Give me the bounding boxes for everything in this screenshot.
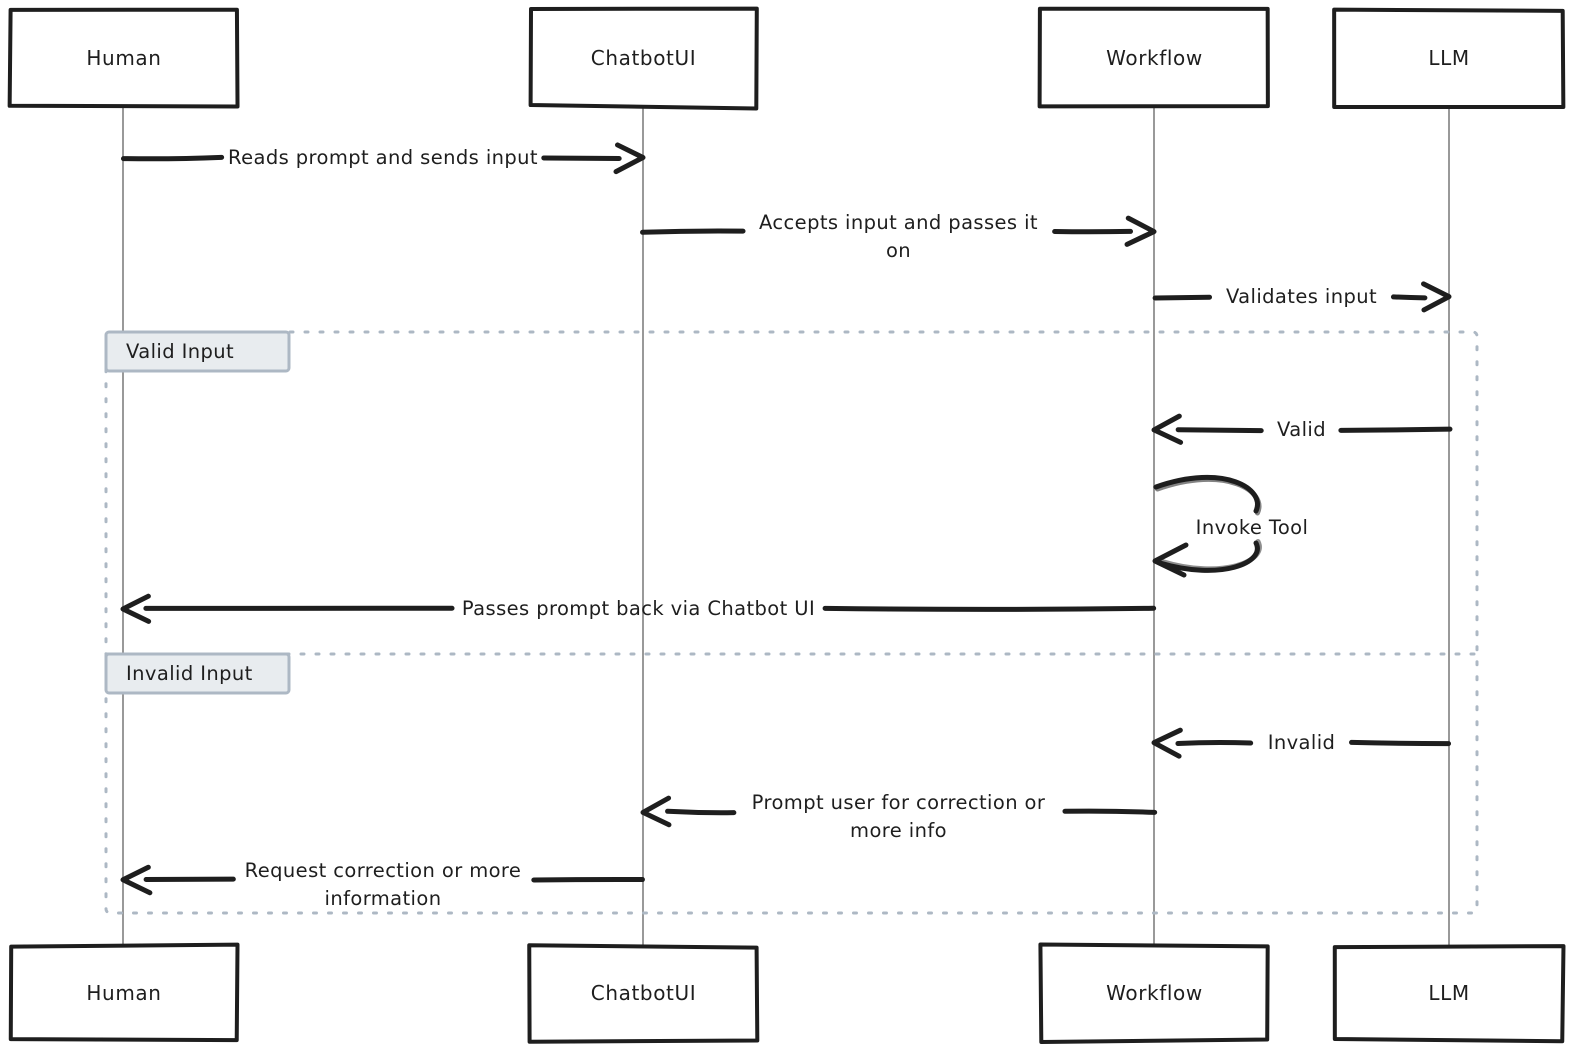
actor-label: LLM: [1428, 46, 1469, 70]
actor-box-rect: [1037, 6, 1270, 109]
message-label-line: Invalid: [1268, 731, 1336, 754]
alt-block-label-text: Invalid Input: [126, 662, 253, 685]
message-line-start: [1175, 427, 1264, 434]
actor-box-human-bottom[interactable]: Human: [8, 942, 240, 1043]
message-line-end: [1062, 808, 1158, 815]
actor-label: LLM: [1428, 981, 1469, 1005]
actor-box-rect: [7, 7, 240, 109]
message-label: Validates input: [1226, 285, 1377, 308]
actor-box-llm-bottom[interactable]: LLM: [1332, 944, 1566, 1044]
message-label-line: Passes prompt back via Chatbot UI: [462, 597, 815, 620]
message-label-line: Prompt user for correction or: [752, 791, 1046, 814]
message-label-line: on: [886, 239, 911, 262]
message-label: Invalid: [1268, 731, 1336, 754]
message-label-line: Valid: [1277, 418, 1326, 441]
message-line-start: [640, 228, 746, 235]
message-arrowhead: [120, 593, 152, 624]
message-arrowhead: [1124, 215, 1157, 247]
alt-block-label-rect: [104, 652, 291, 695]
message-line-end: [1338, 426, 1453, 433]
message-label: Request correction or more information: [245, 859, 522, 910]
alt-block-frame: [104, 330, 1479, 915]
message-m5: Invoke Tool: [1152, 474, 1309, 578]
message-arrowhead: [1151, 413, 1184, 445]
message-arrowhead: [120, 864, 153, 896]
message-line-start: [665, 808, 737, 816]
message-m7: Invalid: [1151, 727, 1452, 759]
alt-block-group: [104, 330, 1479, 915]
message-label: Valid: [1277, 418, 1326, 441]
alt-block-label-text: Valid Input: [126, 340, 234, 363]
message-arrowhead: [613, 142, 646, 175]
message-line-end: [541, 155, 622, 162]
actor-label: ChatbotUI: [591, 46, 696, 70]
actor-label: ChatbotUI: [591, 981, 696, 1005]
alt-block-label-invalid: Invalid Input: [104, 652, 291, 695]
actor-boxes-group: HumanHumanChatbotUIChatbotUIWorkflowWork…: [7, 6, 1566, 1045]
lifelines-group: [122, 107, 1450, 946]
actor-box-llm-top[interactable]: LLM: [1332, 7, 1566, 110]
actor-label: Human: [86, 46, 161, 70]
message-m9: Request correction or more information: [120, 859, 645, 910]
message-label-line: more info: [850, 819, 947, 842]
message-line-start: [1175, 740, 1254, 746]
message-line-start: [120, 154, 225, 162]
message-line-end: [1390, 294, 1428, 301]
actor-box-rect: [1332, 944, 1566, 1044]
actor-box-workflow-bottom[interactable]: Workflow: [1038, 942, 1270, 1045]
message-label-line: information: [325, 887, 442, 910]
message-m2: Accepts input and passes it on: [640, 211, 1157, 262]
message-m4: Valid: [1151, 413, 1453, 445]
message-label-line: Validates input: [1226, 285, 1377, 308]
actor-box-rect: [528, 6, 759, 111]
actor-box-human-top[interactable]: Human: [7, 7, 240, 109]
alt-block-label-rect: [104, 330, 291, 373]
message-m3: Validates input: [1152, 281, 1452, 313]
message-line-end: [822, 605, 1157, 612]
actor-box-chatbot-bottom[interactable]: ChatbotUI: [527, 943, 760, 1044]
actor-box-workflow-top[interactable]: Workflow: [1037, 6, 1270, 109]
message-label: Invoke Tool: [1196, 516, 1309, 539]
actor-box-rect: [527, 943, 760, 1044]
message-line-end: [1349, 739, 1452, 747]
actor-box-rect: [1038, 942, 1270, 1045]
actor-label: Human: [86, 981, 161, 1005]
message-label: Reads prompt and sends input: [228, 146, 538, 169]
alt-block-label-valid: Valid Input: [104, 330, 291, 373]
message-m1: Reads prompt and sends input: [120, 142, 646, 175]
message-label-line: Reads prompt and sends input: [228, 146, 538, 169]
message-arrowhead: [1151, 727, 1183, 759]
message-label: Accepts input and passes it on: [759, 211, 1038, 262]
actor-box-rect: [8, 942, 240, 1043]
message-m6: Passes prompt back via Chatbot UI: [120, 593, 1157, 624]
message-m8: Prompt user for correction or more info: [640, 791, 1158, 842]
message-arrowhead: [1421, 281, 1452, 313]
message-label-line: Accepts input and passes it: [759, 211, 1038, 234]
self-loop-arrowhead: [1152, 542, 1189, 578]
message-label: Prompt user for correction or more info: [752, 791, 1046, 842]
actor-box-rect: [1332, 7, 1566, 110]
message-label: Passes prompt back via Chatbot UI: [462, 597, 815, 620]
actor-box-chatbot-top[interactable]: ChatbotUI: [528, 6, 759, 111]
message-label-line: Request correction or more: [245, 859, 522, 882]
actor-label: Workflow: [1106, 981, 1203, 1005]
actor-label: Workflow: [1106, 46, 1203, 70]
message-arrowhead: [640, 795, 672, 828]
message-line-start: [1152, 294, 1213, 301]
